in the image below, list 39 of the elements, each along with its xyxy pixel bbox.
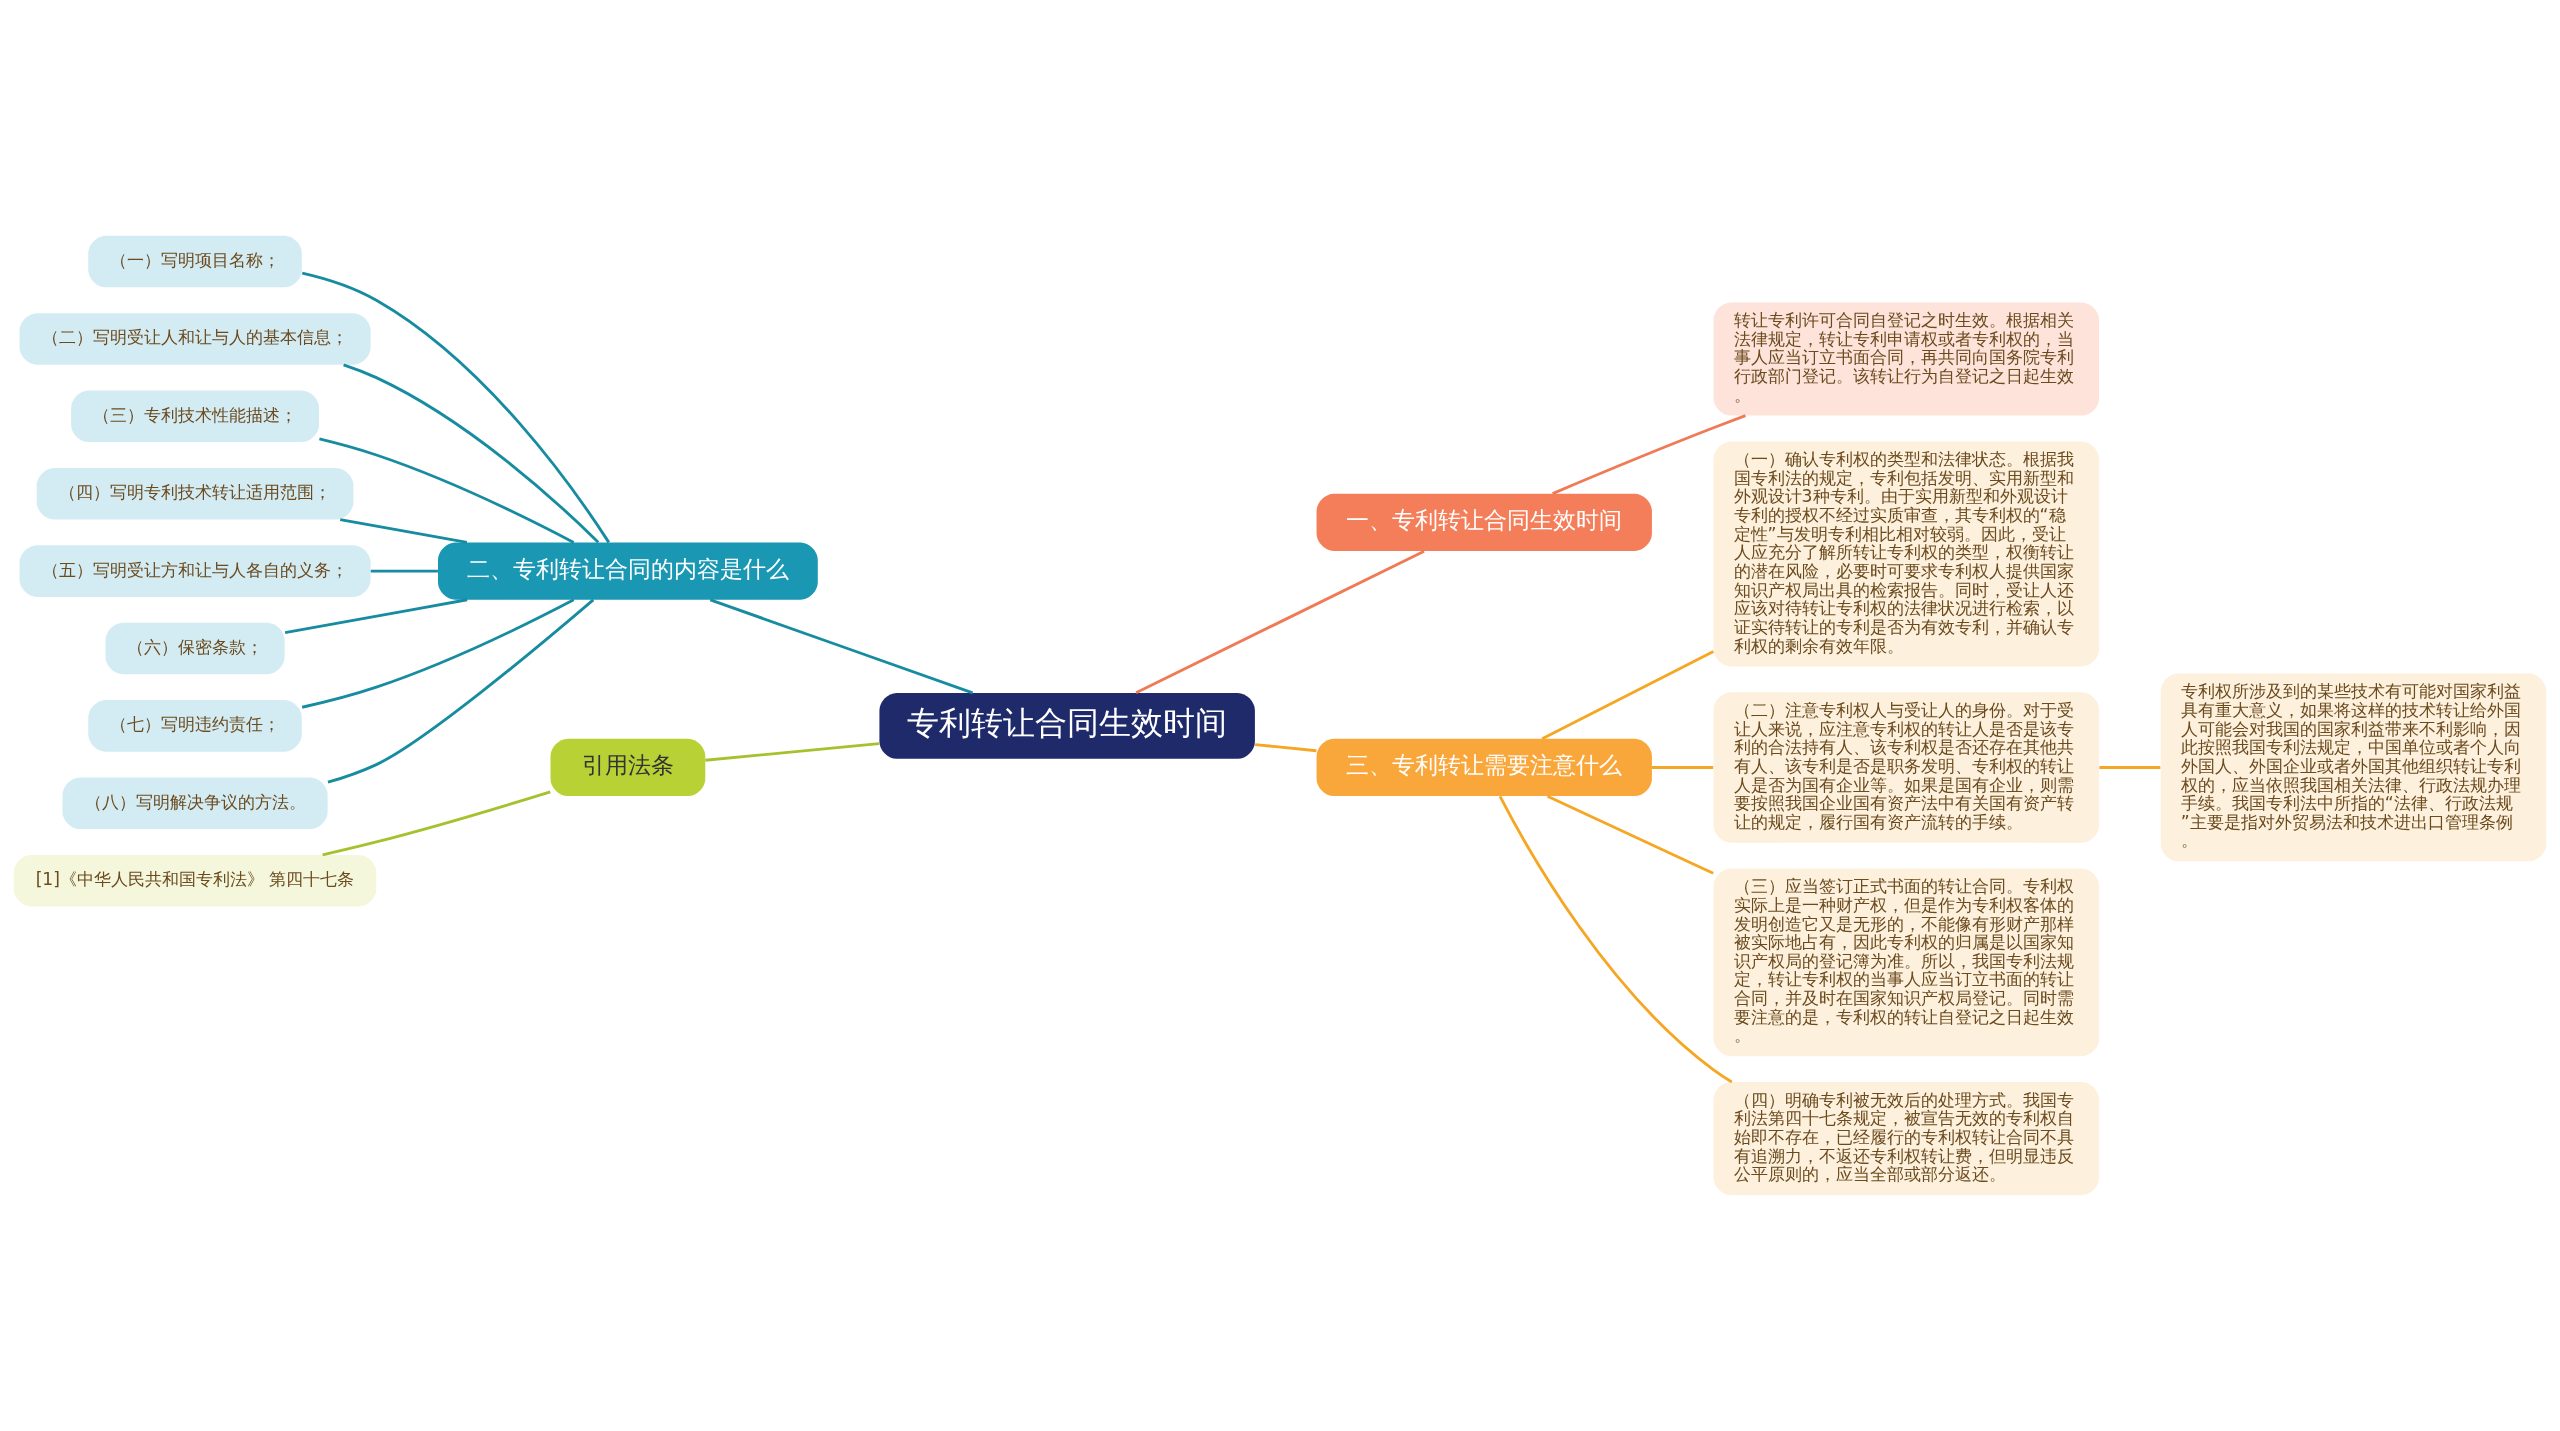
node-box: （二）写明受让人和让与人的基本信息；	[19, 313, 371, 365]
connector	[284, 598, 468, 634]
node-box: 专利转让合同生效时间	[879, 692, 1255, 759]
node-box: （三）应当签订正式书面的转让合同。专利权实际上是一种财产权，但是作为专利权客体的发明创造它又是无形的，不能像有形财产那样被实际地占有，因此专利权的归属是以国家知识产权局的登记簿为准。所以，我国专利法规定，转让专利权的当事人应当订立书面的转让合同，并及时在国家知识产权局登记。同时需要注意的是，专利权的转让自登记之日起生效。	[1713, 868, 2100, 1057]
node-box: 转让专利许可合同自登记之时生效。根据相关法律规定，转让专利申请权或者专利权的，当事人应当订立书面合同，再共同向国务院专利行政部门登记。该转让行为自登记之日起生效。	[1713, 302, 2100, 416]
connector	[322, 790, 551, 857]
connector	[1541, 650, 1715, 740]
connector	[343, 363, 600, 544]
connector	[370, 569, 438, 573]
node-box: （一）确认专利权的类型和法律状态。根据我国专利法的规定，专利包括发明、实用新型和外观设计3种专利。由于实用新型和外观设计专利的授权不经过实质审查，其专利权的“稳定性”与发明专利相比相对较弱。因此，受让人应充分了解所转让专利权的类型，权衡转让的潜在风险，必要时可要求专利权人提供国家知识产权局出具的检索报告。同时，受让人还应该对待转让专利权的法律状况进行检索，以证实待转让的专利是否为有效专利，并确认专利权的剩余有效年限。	[1713, 441, 2100, 667]
node-box: （五）写明受让方和让与人各自的义务；	[19, 545, 371, 597]
connector	[1135, 549, 1425, 695]
connector	[2099, 766, 2161, 769]
node-box: （七）写明违约责任；	[88, 700, 302, 752]
node-box: （四）明确专利被无效后的处理方式。我国专利法第四十七条规定，被宣告无效的专利权自始即不存在，已经履行的专利权转让合同不具有追溯力，不返还专利权转让费，但明显违反公平原则的，应当全部或部分返还。	[1713, 1082, 2100, 1196]
node-box: 引用法条	[550, 738, 706, 797]
connector	[1254, 743, 1317, 753]
connector	[1498, 795, 1733, 1084]
connector	[319, 437, 575, 544]
node-box: （二）注意专利权人与受让人的身份。对于受让人来说，应注意专利权的转让人是否是该专利的合法持有人、该专利权是否还存在其他共有人、该专利是否是职务发明、专利权的转让人是否为国有企业等。如果是国有企业，则需要按照我国企业国有资产法中有关国有资产转让的规定，履行国有资产流转的手续。	[1713, 692, 2100, 843]
connector	[327, 598, 595, 784]
node-box: （一）写明项目名称；	[88, 235, 302, 288]
connector	[340, 518, 468, 544]
node-box: 一、专利转让合同生效时间	[1316, 493, 1652, 552]
node-box: 三、专利转让需要注意什么	[1316, 738, 1652, 797]
node-box: （八）写明解决争议的方法。	[62, 777, 328, 830]
connector	[705, 742, 880, 762]
connector	[709, 598, 974, 695]
connector	[1552, 414, 1746, 495]
node-box: （六）保密条款；	[105, 622, 285, 675]
node-box: [1]《中华人民共和国专利法》 第四十七条	[13, 854, 377, 907]
node-box: （三）专利技术性能描述；	[71, 390, 320, 443]
connector	[301, 271, 610, 544]
node-box: 专利权所涉及到的某些技术有可能对国家利益具有重大意义，如果将这样的技术转让给外国人可能会对我国的国家利益带来不利影响，因此按照我国专利法规定，中国单位或者个人向外国人、外国企业或者外国其他组织转让专利权的，应当依照我国相关法律、行政法规办理手续。我国专利法中所指的“法律、行政法规”主要是指对外贸易法和技术进出口管理条例。	[2160, 673, 2547, 862]
connector	[1546, 794, 1714, 875]
connector	[301, 598, 575, 709]
node-box: （四）写明专利技术转让适用范围；	[36, 467, 354, 520]
connector	[1651, 766, 1714, 769]
node-box: 二、专利转让合同的内容是什么	[438, 542, 818, 600]
